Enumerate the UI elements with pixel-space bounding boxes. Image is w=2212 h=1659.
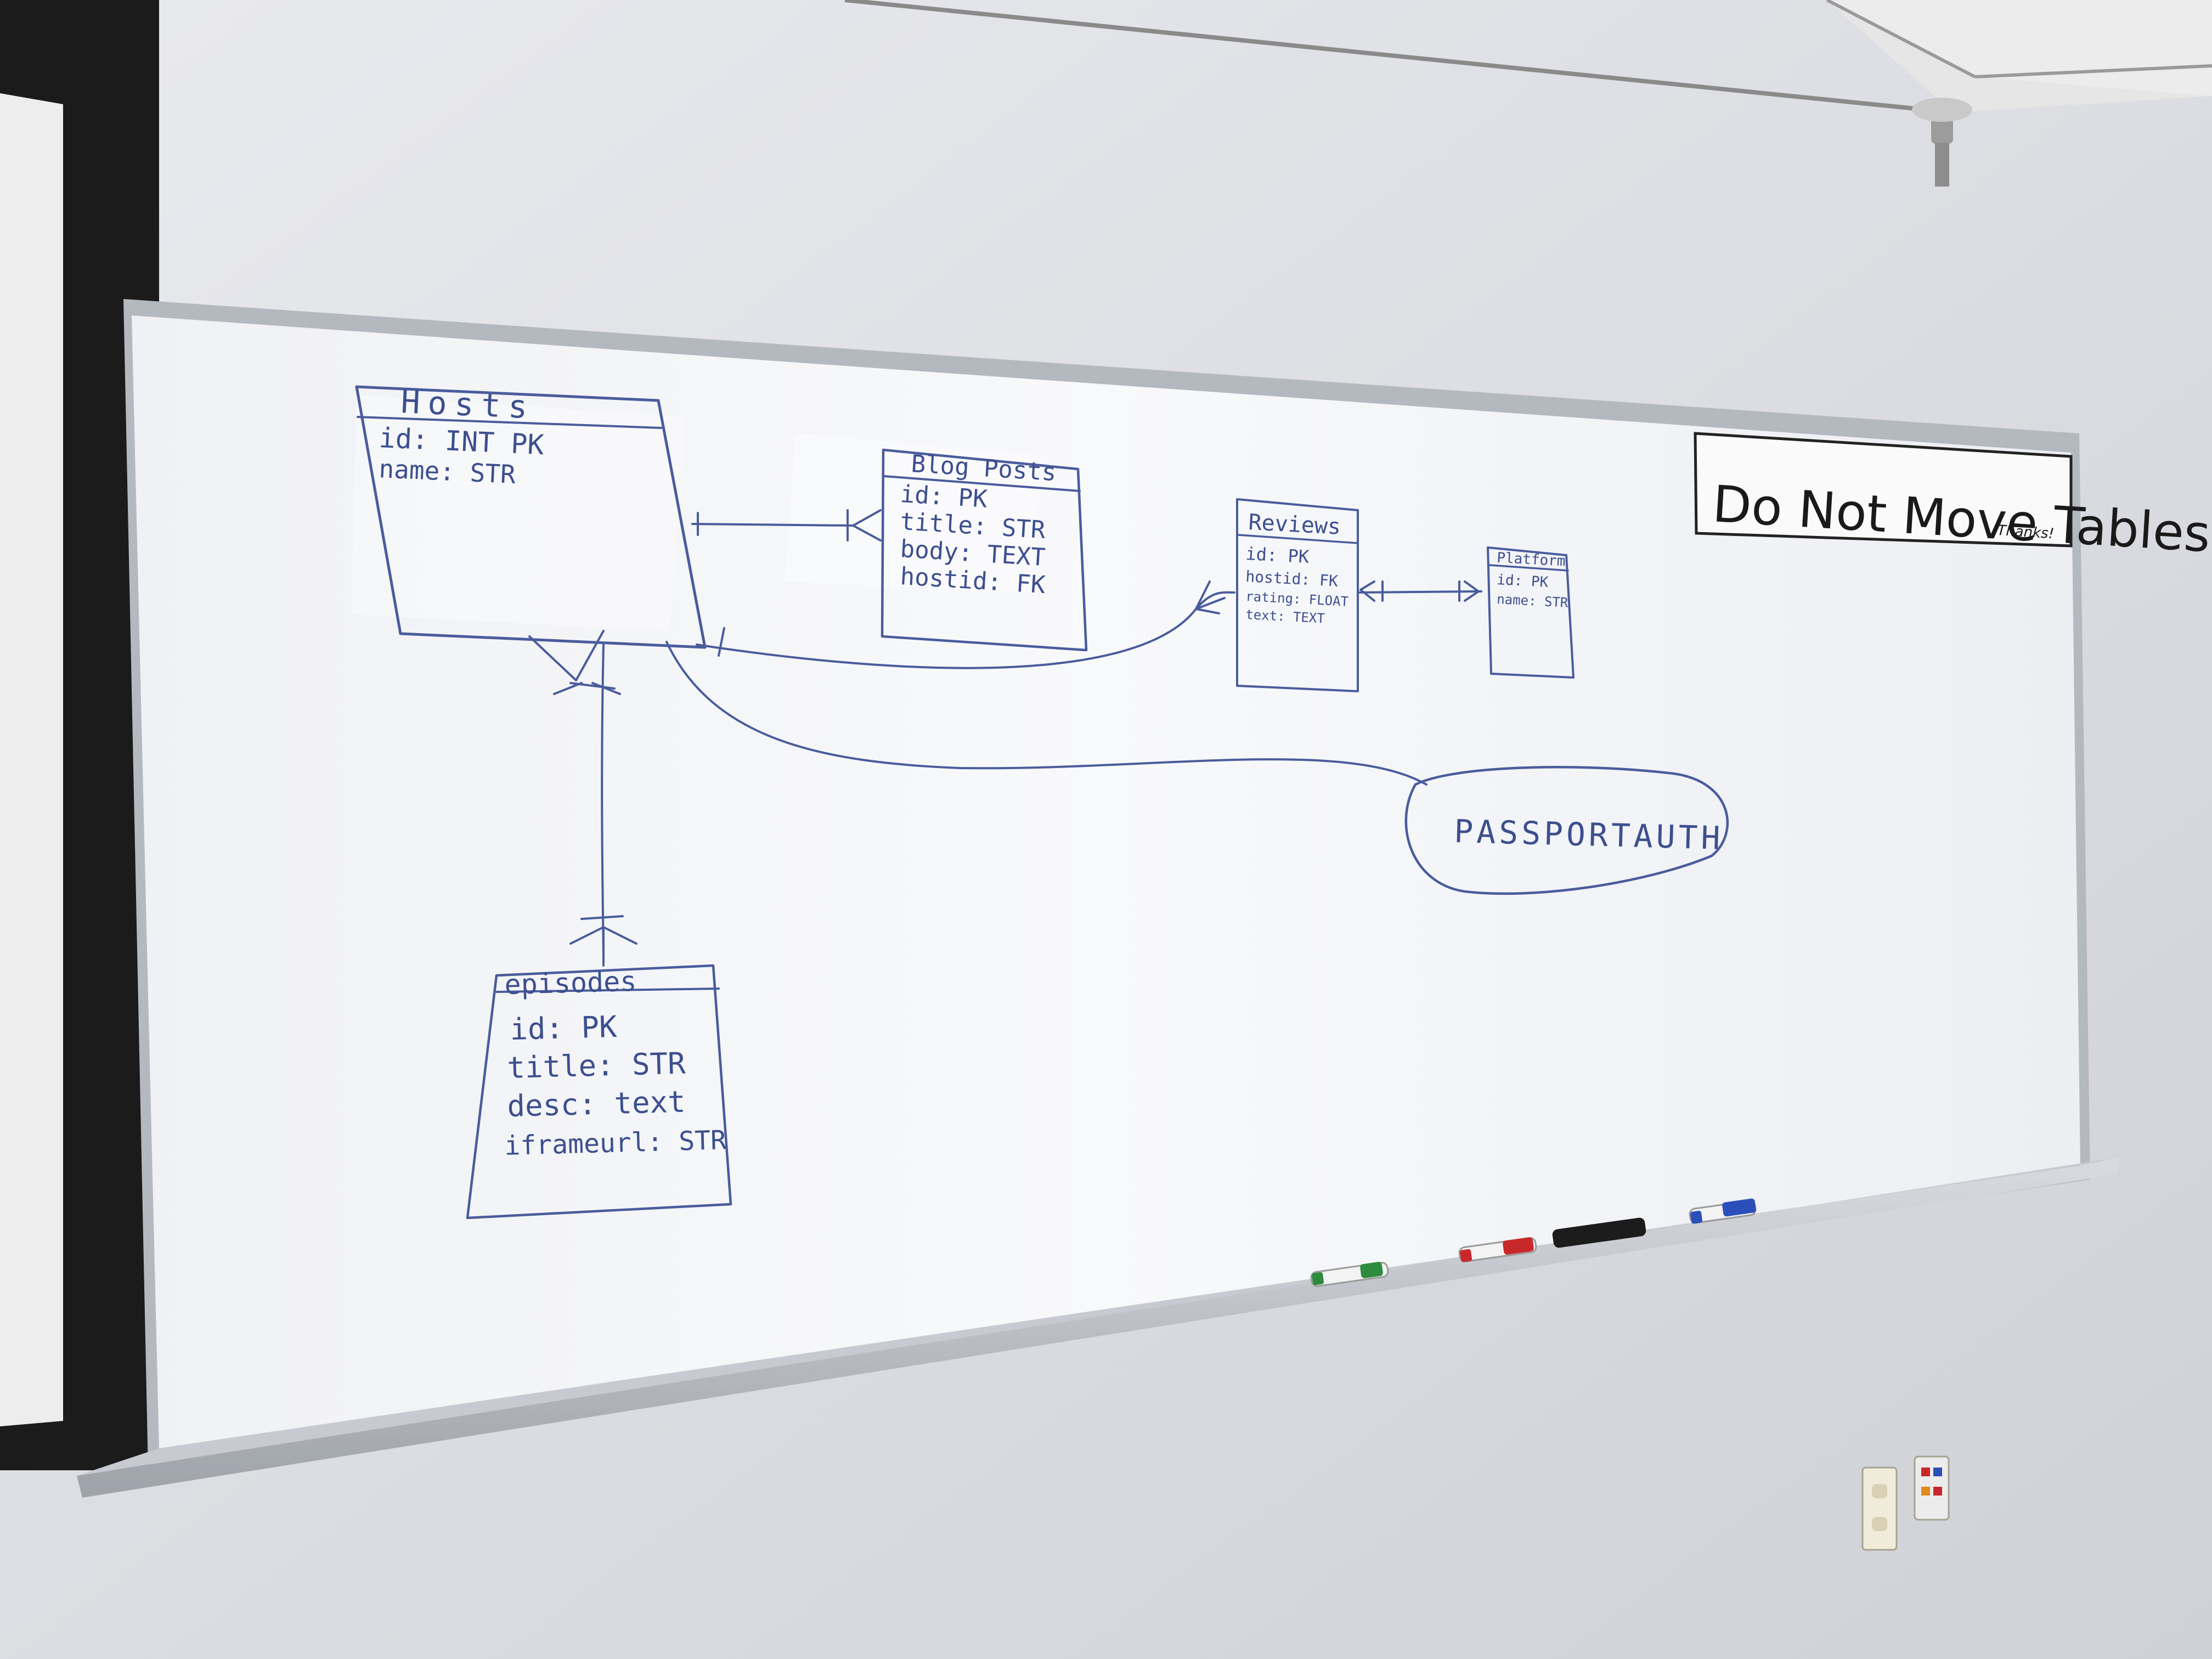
wall-outlet: [1861, 1466, 1898, 1551]
table-hosts: Hosts id: INT PK name: STR: [355, 383, 707, 649]
do-not-move-sign: Do Not Move Tables Thanks!: [1694, 432, 2212, 563]
passport-auth-text: PASSPORTAUTH: [1454, 812, 1724, 857]
projector-screen: [0, 0, 159, 1470]
relationship-hosts-reviews: [696, 580, 1235, 669]
network-jack-panel: [1914, 1455, 1950, 1521]
table-reviews: Reviews id: PK hostid: FK rating: FLOAT …: [1236, 498, 1359, 692]
relationship-hosts-blog: [691, 509, 882, 541]
table-platform-title: Platform: [1497, 550, 1566, 570]
table-blog-field: id: PK: [899, 480, 988, 514]
table-episodes-field: id: PK: [510, 1009, 618, 1047]
relationship-hosts-episodes: [528, 630, 637, 967]
ceiling: [845, 0, 2212, 112]
table-reviews-title: Reviews: [1248, 510, 1341, 540]
relationship-reviews-platform: [1357, 580, 1482, 602]
red-marker[interactable]: [1458, 1237, 1537, 1262]
table-blog-posts: Blog Posts id: PK title: STR body: TEXT …: [881, 448, 1088, 652]
black-marker[interactable]: [1551, 1217, 1646, 1248]
blue-marker[interactable]: [1689, 1198, 1757, 1224]
table-episodes-field: iframeurl: STR: [504, 1125, 727, 1161]
table-platform-field: name: STR: [1497, 591, 1569, 611]
table-hosts-field: name: STR: [379, 454, 517, 489]
marker-tray: [77, 1158, 2119, 1498]
ceiling-right: [1827, 0, 2212, 96]
ceiling-edge: [844, 0, 1954, 115]
table-episodes-title: episodes: [504, 966, 637, 1001]
ceiling-sensor: [1912, 98, 1972, 187]
whiteboard: [132, 315, 2080, 1448]
table-episodes-field: title: STR: [507, 1046, 686, 1085]
board-glare: [785, 433, 1042, 592]
table-platform-field: id: PK: [1497, 572, 1549, 591]
table-hosts-title: Hosts: [400, 383, 535, 426]
table-platform: Platform id: PK name: STR: [1487, 546, 1575, 679]
board-glare: [351, 395, 686, 631]
table-episodes: episodes id: PK title: STR desc: text if…: [466, 964, 732, 1220]
passport-auth-bubble: PASSPORTAUTH: [1404, 766, 1729, 895]
table-hosts-field: id: INT PK: [378, 422, 544, 461]
ceiling-grid: [1974, 64, 2212, 78]
relationship-hosts-passport: [665, 641, 1427, 786]
table-episodes-field: desc: text: [507, 1085, 686, 1124]
green-marker[interactable]: [1310, 1261, 1389, 1287]
sign-thanks: Thanks!: [1997, 522, 2055, 542]
ceiling-grid: [1826, 0, 1976, 78]
table-reviews-field: id: PK: [1245, 543, 1310, 567]
